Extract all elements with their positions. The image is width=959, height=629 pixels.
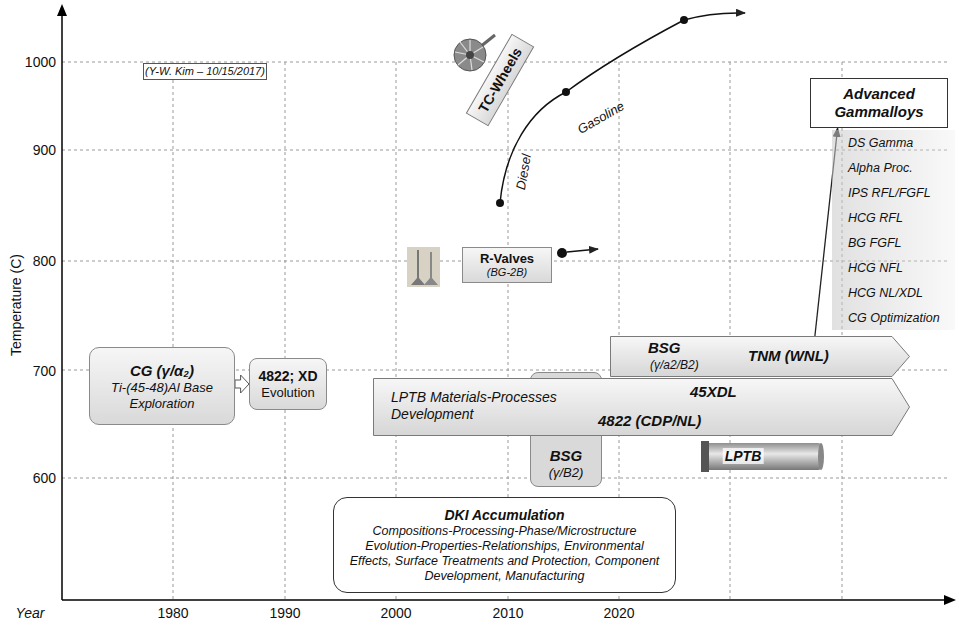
timeline-arrow: LPTB Materials-Processes Development 45XD… (373, 378, 910, 436)
phase-title: 4822; XD (258, 368, 317, 385)
goal-box: Advanced Gammalloys (810, 78, 948, 128)
axis-title: Temperature (C) (8, 254, 24, 356)
component-name: R-Valves (480, 251, 534, 266)
phase-box: 4822; XDEvolution (249, 358, 327, 410)
alloy-name: (BG-2B) (487, 266, 527, 279)
text-slot: 45XDL (690, 383, 737, 400)
phase-note: Ti-(45-48)Al Base Exploration (90, 380, 234, 412)
component-name: TC-Wheels (475, 45, 525, 116)
process-item: IPS RFL/FGFL (848, 186, 931, 200)
curve-label: Gasoline (575, 98, 627, 138)
axis-tick: 1000 (25, 54, 56, 70)
process-item: HCG NL/XDL (848, 286, 923, 300)
axis-tick: 800 (33, 253, 56, 269)
axis-tick: 2000 (380, 605, 411, 621)
process-item: BG FGFL (848, 236, 901, 250)
arrow-outline (611, 337, 910, 377)
valve-picture (407, 247, 440, 287)
axes (57, 4, 956, 605)
phase-note: (γ/B2) (549, 465, 584, 481)
alloy-family: BSG (648, 339, 681, 356)
engine-trend-curve (496, 13, 745, 207)
alloy-name: 45XDL (690, 383, 737, 400)
axis-tick: 600 (33, 470, 56, 486)
process-item: HCG NFL (848, 261, 903, 275)
timeline-arrow: BSG (γ/a2/B2) TNM (WNL) (610, 336, 910, 377)
turbo-wheel-picture (454, 35, 495, 71)
component-box: TC-Wheels (466, 34, 535, 127)
goal-title: Advanced Gammalloys (811, 85, 947, 121)
part-name: LPTB (723, 448, 764, 464)
process-item: CG Optimization (848, 311, 940, 325)
valve-trend-arrow (557, 248, 598, 258)
box-title: DKI Accumulation (444, 506, 564, 524)
phase-note: LPTB Materials-Processes Development (391, 389, 576, 423)
credit-box: (Y-W. Kim – 10/15/2017) (143, 63, 267, 80)
alloy-family: BSG (550, 447, 583, 465)
box-body: Compositions-Processing-Phase/Microstruc… (346, 524, 663, 584)
credit-note: (Y-W. Kim – 10/15/2017) (145, 65, 265, 78)
process-item: DS Gamma (848, 136, 913, 150)
curve-label: Diesel (513, 153, 535, 191)
arrow-outline (374, 379, 910, 436)
axis-tick: 1980 (157, 605, 188, 621)
phase-title: CG (γ/α₂) (130, 361, 194, 380)
phase-box: CG (γ/α₂)Ti-(45-48)Al Base Exploration (89, 347, 235, 425)
phase-note: (γ/a2/B2) (650, 358, 699, 372)
alloy-name: 4822 (CDP/NL) (598, 412, 701, 429)
axis-tick: 2020 (603, 605, 634, 621)
hollow-arrow (235, 375, 249, 393)
text-slot: BSG (648, 339, 681, 356)
text-slot: (γ/a2/B2) (650, 358, 699, 372)
text-slot: LPTB Materials-Processes Development (391, 389, 576, 423)
axis-tick: 900 (33, 142, 56, 158)
alloy-name: TNM (WNL) (748, 347, 829, 364)
component-box: R-Valves(BG-2B) (462, 247, 552, 283)
grid-lines (62, 62, 950, 600)
text-slot: TNM (WNL) (748, 347, 829, 364)
axis-tick: 1990 (269, 605, 300, 621)
process-item: Alpha Proc. (848, 161, 913, 175)
axis-title: Year (16, 605, 45, 621)
knowledge-box: DKI AccumulationCompositions-Processing-… (333, 497, 676, 593)
lptb-picture (701, 441, 824, 472)
axis-tick: 2010 (492, 605, 523, 621)
text-slot: 4822 (CDP/NL) (598, 412, 701, 429)
phase-note: Evolution (261, 385, 314, 401)
process-item: HCG RFL (848, 211, 903, 225)
process-list: DS GammaAlpha Proc. IPS RFL/FGFL HCG RFL BG… (832, 130, 955, 330)
axis-tick: 700 (33, 363, 56, 379)
connector (235, 375, 249, 393)
